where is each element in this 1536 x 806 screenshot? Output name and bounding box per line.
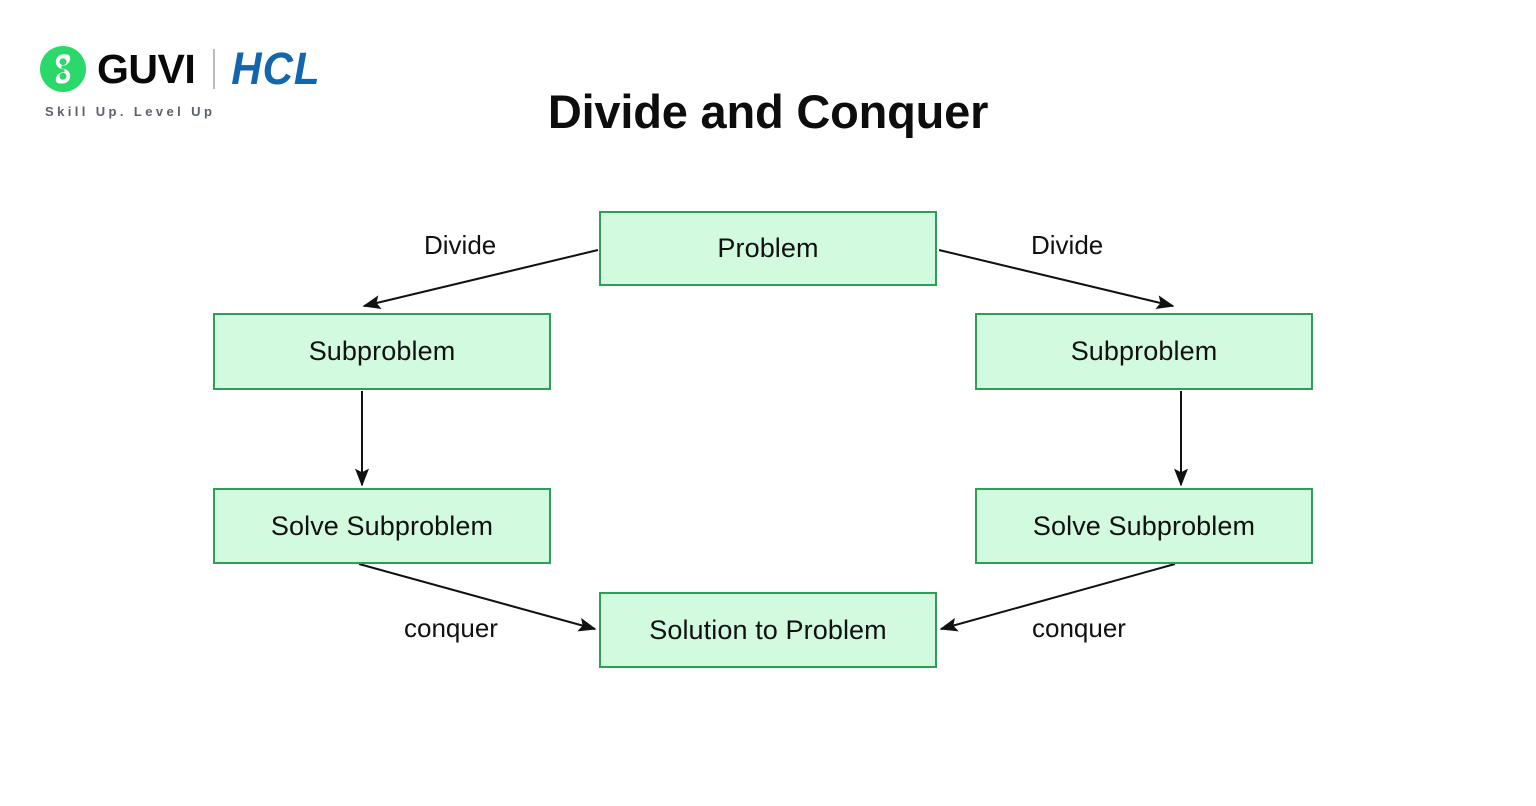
node-subproblem-left-label: Subproblem	[308, 336, 456, 366]
guvi-wordmark: GUVI	[97, 45, 196, 92]
node-solve-subproblem-left-label: Solve Subproblem	[270, 510, 494, 541]
node-solution-to-problem-label: Solution to Problem	[649, 614, 887, 645]
node-subproblem-left[interactable]: Subproblem	[213, 313, 551, 390]
brand-header: GUVI HCL Skill Up. Level Up	[40, 40, 460, 128]
node-solution-to-problem[interactable]: Solution to Problem	[599, 592, 937, 668]
edge-label-conquer-left: conquer	[404, 613, 498, 643]
node-solve-subproblem-right[interactable]: Solve Subproblem	[975, 488, 1313, 564]
node-subproblem-right[interactable]: Subproblem	[975, 313, 1313, 390]
guvi-circle-g-icon	[40, 46, 86, 92]
node-problem[interactable]: Problem	[599, 211, 937, 286]
edge-label-divide-right: Divide	[1031, 230, 1104, 260]
page-title: Divide and Conquer	[547, 85, 989, 138]
node-solve-subproblem-left[interactable]: Solve Subproblem	[213, 488, 551, 564]
edge-label-divide-left: Divide	[424, 230, 497, 260]
brand-tagline: Skill Up. Level Up	[45, 104, 216, 119]
hcl-wordmark: HCL	[231, 43, 321, 94]
edge-label-conquer-right: conquer	[1032, 613, 1126, 643]
brand-divider	[213, 49, 216, 89]
node-subproblem-right-label: Subproblem	[1070, 336, 1218, 366]
node-problem-label: Problem	[717, 233, 819, 263]
brand-logo-row: GUVI HCL	[40, 40, 321, 98]
node-solve-subproblem-right-label: Solve Subproblem	[1032, 510, 1256, 541]
